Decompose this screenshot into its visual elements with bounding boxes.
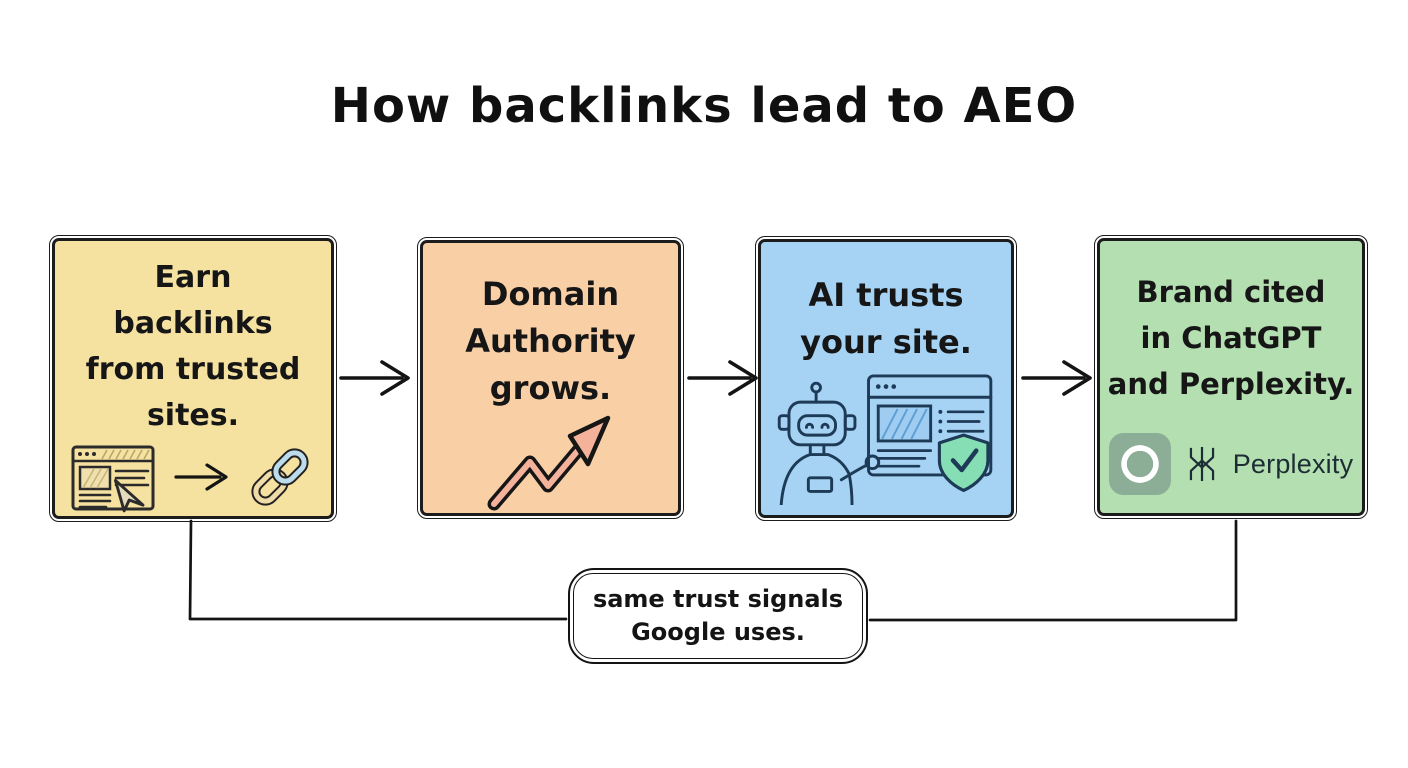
text-line: Earn <box>154 260 232 295</box>
perplexity-wordmark: Perplexity <box>1232 448 1354 479</box>
connector-right <box>868 519 1238 622</box>
site-hero-image <box>876 404 933 443</box>
flow-box-brand-cited: Brand cited in ChatGPT and Perplexity. <box>1094 235 1368 519</box>
small-arrow-icon <box>174 463 228 491</box>
text-line: backlinks <box>113 306 273 341</box>
text-line: Authority <box>465 322 636 360</box>
openai-logo <box>1108 433 1171 495</box>
flow-box-earn-backlinks: Earn backlinks from trusted sites. <box>49 235 337 522</box>
google-trust-callout: same trust signals Google uses. <box>568 568 868 664</box>
callout-line: Google uses. <box>631 618 805 646</box>
text-line: Brand cited <box>1136 275 1326 309</box>
webpage-cursor-icon <box>71 445 155 513</box>
flow-box-ai-trusts-site: AI trusts your site. <box>755 236 1017 521</box>
text-line: Domain <box>481 275 620 313</box>
perplexity-logo <box>1189 447 1214 481</box>
box-brand-cited-text: Brand cited in ChatGPT and Perplexity. <box>1108 241 1354 407</box>
box-domain-authority-text: Domain Authority grows. <box>465 243 636 412</box>
text-line: from trusted <box>85 352 301 387</box>
browser-window-icon <box>867 374 993 477</box>
verified-shield-icon <box>937 433 990 492</box>
robot-icon <box>777 381 881 505</box>
robot-verified-site-icon <box>777 374 993 505</box>
text-line: grows. <box>489 369 612 407</box>
ai-scene-row <box>771 373 1001 505</box>
cursor-icon <box>114 479 145 513</box>
box-ai-trusts-text: AI trusts your site. <box>800 242 972 366</box>
connector-left <box>188 519 568 621</box>
chain-link-icon <box>251 448 309 506</box>
flow-arrow-3 <box>1021 360 1092 396</box>
earn-backlinks-icon-row <box>70 439 316 515</box>
text-line: your site. <box>800 323 972 361</box>
callout-line: same trust signals <box>592 585 844 613</box>
text-line: sites. <box>146 398 240 433</box>
text-line: and Perplexity. <box>1107 367 1355 401</box>
flow-arrow-1 <box>339 360 410 396</box>
text-line: AI trusts <box>808 276 964 314</box>
text-line: in ChatGPT <box>1140 321 1322 355</box>
box-earn-backlinks-text: Earn backlinks from trusted sites. <box>86 241 301 439</box>
brand-logos-row: Perplexity <box>1108 433 1354 495</box>
page-title: How backlinks lead to AEO <box>330 78 1078 134</box>
browser-dots <box>875 384 943 434</box>
domain-authority-icon-row <box>484 412 618 512</box>
flow-box-domain-authority: Domain Authority grows. <box>417 237 684 519</box>
flow-arrow-2 <box>687 360 758 396</box>
growth-arrow-icon <box>487 415 610 511</box>
